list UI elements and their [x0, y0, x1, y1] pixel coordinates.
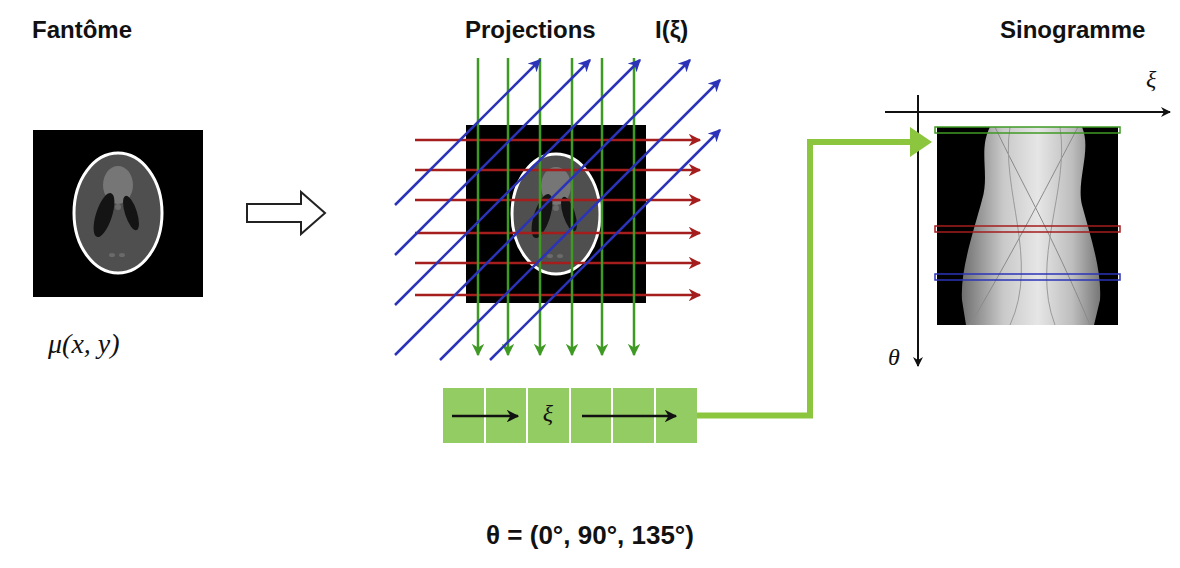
detector-cells [443, 388, 697, 443]
projection-rays-135deg [395, 60, 690, 355]
sinogram-rows [935, 226, 1120, 232]
panel-heading: Projections [465, 16, 596, 44]
phantom-panel: Fantôme μ(x, y) [20, 10, 235, 380]
axis-label: ξ [1146, 66, 1156, 93]
arrow-head [910, 127, 932, 157]
flow-arrow [697, 127, 932, 416]
detector-arrows [452, 415, 518, 418]
detector-arrows [582, 415, 676, 418]
projection-rays-135deg [440, 80, 720, 360]
projection-panel: Projections I(ξ) [335, 10, 735, 365]
projection-rays-90deg [601, 58, 604, 355]
projection-rays-135deg [395, 60, 590, 255]
function-label: μ(x, y) [48, 328, 120, 360]
projection-rays-0deg [415, 262, 700, 265]
flow-line [697, 142, 914, 416]
panel-heading: I(ξ) [655, 16, 688, 44]
projection-rays-90deg [633, 58, 636, 355]
projection-rays-135deg [395, 60, 640, 305]
projection-rays-0deg [415, 199, 700, 202]
block-arrow [247, 192, 325, 234]
detector-bar: ξ [443, 388, 697, 443]
phantom-image [74, 153, 162, 273]
sinogram-rows [935, 127, 1120, 280]
sinogram-axes [885, 95, 1170, 366]
projection-rays-90deg [478, 58, 634, 355]
sinogram-rows [935, 127, 1120, 133]
projection-image [466, 125, 646, 303]
projection-rays-90deg [507, 58, 510, 355]
detector-cells [443, 388, 697, 443]
projection-rays-90deg [571, 58, 574, 355]
panel-heading: Sinogramme [1000, 16, 1145, 44]
detector-variable: ξ [543, 400, 553, 427]
projection-rays-0deg [415, 169, 700, 172]
sinogram-axes [885, 111, 1170, 113]
phantom-image [33, 130, 203, 297]
block-arrow [247, 192, 325, 234]
projection-image [466, 125, 646, 303]
panel-heading: Fantôme [32, 16, 132, 44]
sinogram-panel: Sinogramme [935, 10, 1160, 330]
angle-list: θ = (0°, 90°, 135°) [486, 520, 694, 551]
projection-rays-0deg [415, 232, 700, 235]
projection-rays-135deg [395, 60, 720, 360]
detector-arrows [452, 415, 676, 418]
phantom-image [33, 130, 203, 297]
detector-cells [526, 388, 528, 443]
sinogram-rows [935, 274, 1120, 280]
projection-rays-0deg [415, 140, 700, 295]
detector-cells [569, 388, 571, 443]
projection-rays-135deg [490, 130, 720, 360]
axis-label: θ [888, 344, 900, 371]
projection-rays-90deg [477, 58, 480, 355]
